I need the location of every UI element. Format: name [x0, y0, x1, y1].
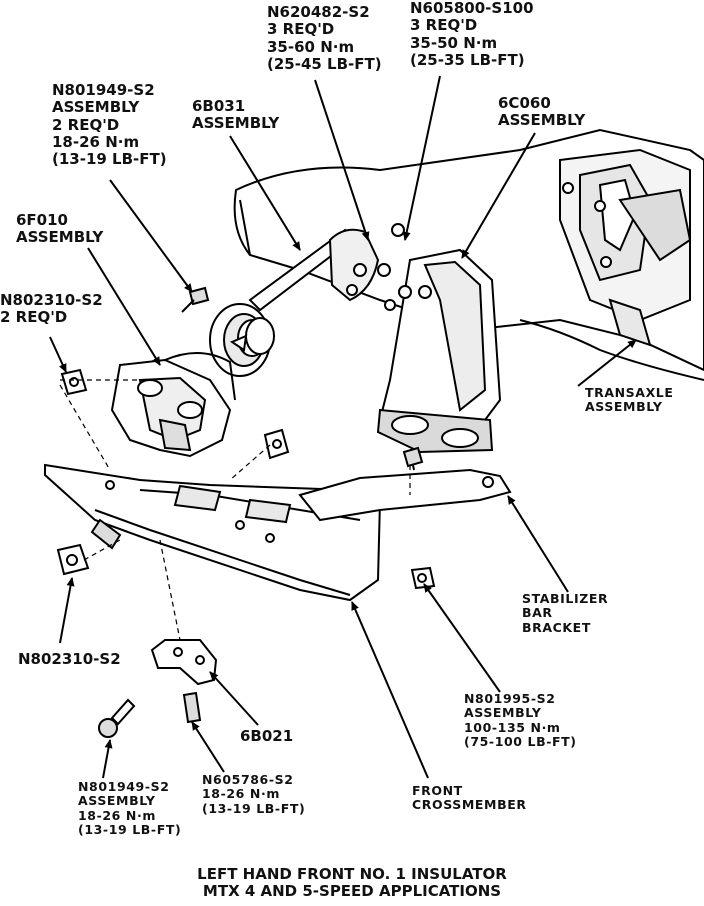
label-n620482-s2: N620482-S2 3 REQ'D 35-60 N·m (25-45 LB-F…: [267, 3, 382, 73]
label-stabilizer-bar-bracket: STABILIZER BAR BRACKET: [522, 591, 609, 635]
label-6f010-assembly: 6F010 ASSEMBLY: [16, 211, 104, 247]
6b031-assembly: [209, 228, 380, 377]
6c060-assembly: [376, 223, 502, 454]
label-6b021: 6B021: [240, 727, 294, 745]
label-n802310-s2-top: N802310-S2 2 REQ'D: [0, 291, 103, 327]
label-n802310-s2-bottom: N802310-S2: [18, 650, 121, 668]
guide-lines: [59, 379, 411, 641]
label-6b031-assembly: 6B031 ASSEMBLY: [192, 97, 280, 133]
label-n801995-s2: N801995-S2 ASSEMBLY 100-135 N·m (75-100 …: [464, 691, 577, 750]
leader-lines: [49, 75, 637, 779]
label-n605786-s2: N605786-S2 18-26 N·m (13-19 LB-FT): [202, 772, 306, 816]
diagram-caption: LEFT HAND FRONT NO. 1 INSULATOR MTX 4 AN…: [0, 865, 704, 901]
caption-line-1: LEFT HAND FRONT NO. 1 INSULATOR: [197, 865, 507, 883]
caption-line-2: MTX 4 AND 5-SPEED APPLICATIONS: [202, 882, 502, 901]
front-crossmember: [44, 463, 382, 602]
label-n801949-s2-bottom: N801949-S2 ASSEMBLY 18-26 N·m (13-19 LB-…: [78, 779, 182, 838]
label-n605800-s100: N605800-S100 3 REQ'D 35-50 N·m (25-35 LB…: [410, 0, 534, 69]
label-6c060-assembly: 6C060 ASSEMBLY: [498, 94, 586, 130]
label-front-crossmember: FRONT CROSSMEMBER: [412, 783, 527, 813]
fasteners: [56, 286, 436, 738]
label-n801949-s2-top: N801949-S2 ASSEMBLY 2 REQ'D 18-26 N·m (1…: [52, 81, 167, 168]
stabilizer-bar-bracket: [298, 468, 512, 522]
6f010-assembly: [110, 351, 236, 458]
label-transaxle-assembly: TRANSAXLE ASSEMBLY: [585, 385, 674, 415]
